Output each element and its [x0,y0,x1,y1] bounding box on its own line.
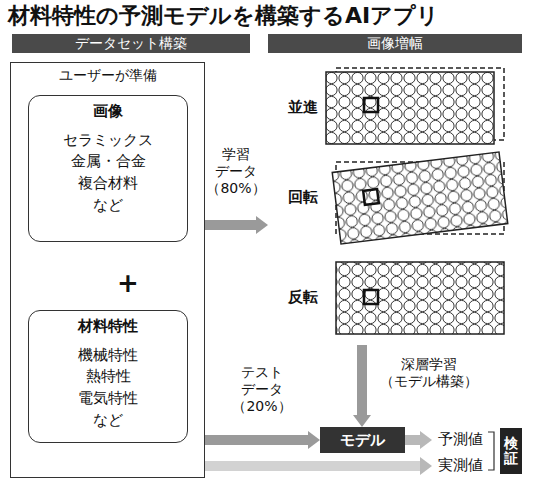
header-band: データセット構築 [12,34,250,53]
box-label: モデル [340,431,385,449]
flow-arrow [205,220,256,230]
flow-arrow [205,435,308,445]
box-body: 機械特性 熱特性 電気特性 など [78,345,138,432]
box-heading: ユーザーが準備 [11,63,204,85]
edge-label: 学習 データ （80%） [206,146,265,197]
augmentation-box: 並進回転反転 [268,62,522,345]
translation-figure [326,68,504,144]
header-band: 画像増幅 [268,34,522,53]
box-label: データセット構築 [75,35,187,52]
transform-label: 回転 [288,188,318,207]
flow-arrow [357,345,367,415]
edge-label: テスト データ （20%） [232,364,291,415]
edge-label: 深層学習 （モデル構築） [380,356,478,390]
box-label: 画像増幅 [367,35,423,52]
measured-arrow [205,461,420,471]
rotation-figure [332,152,508,244]
verify-label: 検証 [504,436,518,467]
plus-sign: + [108,268,148,299]
title: 材料特性の予測モデルを構築するAIアプリ [8,3,439,30]
box-body: セラミックス 金属・合金 複合材料 など [63,130,153,217]
box-heading: 材料特性 [78,317,138,337]
model-box: モデル [320,427,405,453]
dataset-box: 画像セラミックス 金属・合金 複合材料 など材料特性機械特性 熱特性 電気特性 … [10,62,205,478]
verify-box: 検証 [500,428,522,474]
flip-figure [336,262,504,334]
transform-label: 反転 [288,288,318,307]
prediction-arrow [405,435,420,445]
box-heading: 画像 [93,102,123,122]
verify-bracket [488,432,494,470]
property-box: 材料特性機械特性 熱特性 電気特性 など [28,310,188,443]
transform-label: 並進 [288,98,318,117]
value-label: 予測値 [438,430,494,448]
value-label: 実測値 [438,456,494,474]
image-box: 画像セラミックス 金属・合金 複合材料 など [28,95,188,242]
